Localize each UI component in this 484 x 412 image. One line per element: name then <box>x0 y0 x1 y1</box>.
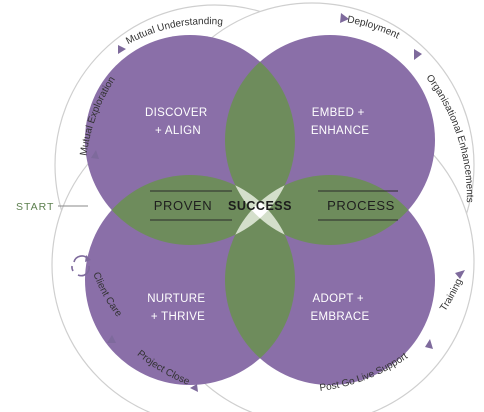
ring-arrows <box>91 13 465 392</box>
band-label-process: PROCESS <box>327 198 395 213</box>
center-label-success: SUCCESS <box>228 199 292 213</box>
arrow-project-close-end-icon <box>190 384 198 392</box>
arrow-deployment-icon <box>340 13 349 23</box>
arrow-project-close-icon <box>107 335 116 343</box>
quadrant-nurture-label: NURTURE + THRIVE <box>147 293 209 323</box>
arrow-mutual-exploration-icon <box>91 150 99 159</box>
arrow-post-go-live-icon <box>425 339 433 349</box>
arrow-mutual-understanding-icon <box>118 45 126 54</box>
quadrant-adopt-label: ADOPT + EMBRACE <box>311 293 370 323</box>
quadrant-embed-label: EMBED + ENHANCE <box>311 107 369 137</box>
quadrant-discover-label: DISCOVER + ALIGN <box>145 107 211 137</box>
band-label-proven: PROVEN <box>154 198 213 213</box>
arrow-training-icon <box>455 270 465 279</box>
light-overlaps <box>225 175 295 245</box>
start-label: START <box>16 201 54 213</box>
recycle-icon <box>71 255 91 277</box>
arrow-organisational-icon <box>414 49 422 60</box>
band-lines <box>150 190 398 221</box>
